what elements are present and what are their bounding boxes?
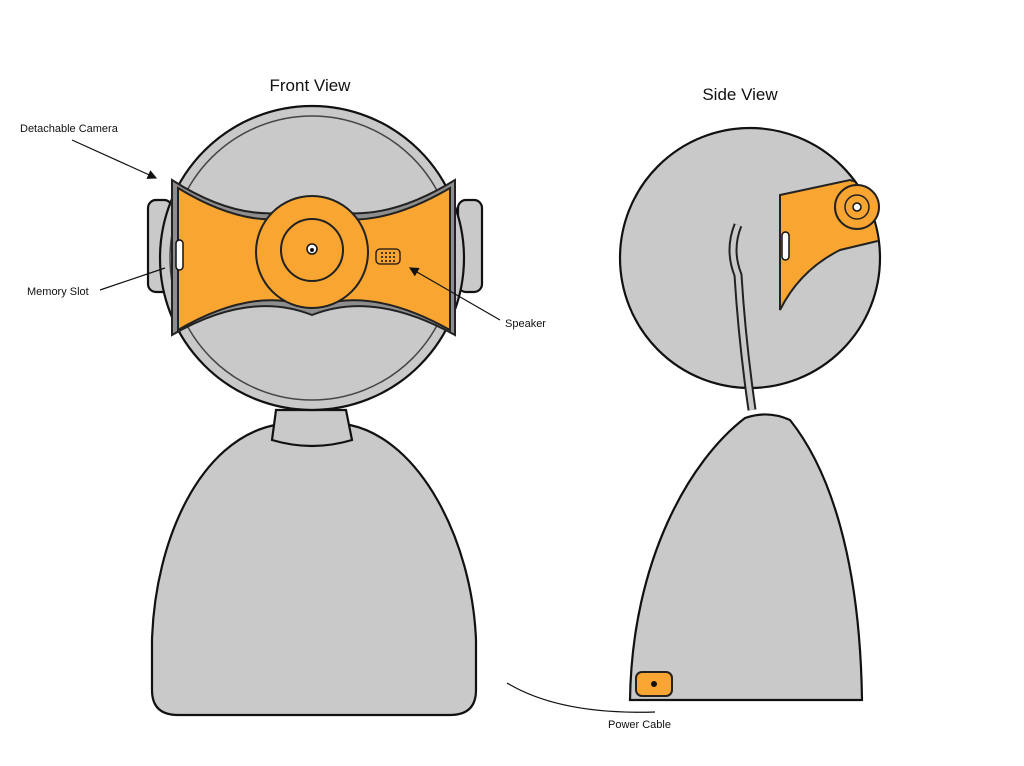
speaker-grille-icon bbox=[375, 248, 401, 265]
label-memory-slot: Memory Slot bbox=[27, 286, 89, 298]
label-power-cable: Power Cable bbox=[608, 719, 671, 731]
memory-leader-line bbox=[99, 267, 166, 291]
camera-stalk bbox=[730, 224, 755, 411]
side-head bbox=[618, 126, 882, 390]
speaker-leader-arrow bbox=[408, 267, 501, 321]
side-base bbox=[628, 413, 864, 702]
side-view: Side View Power Cable bbox=[506, 85, 882, 731]
label-speaker: Speaker bbox=[505, 318, 546, 330]
memory-slot bbox=[175, 239, 184, 271]
label-detachable-camera: Detachable Camera bbox=[20, 123, 119, 135]
front-view: Front View Detachable Camera Memory Slot… bbox=[20, 76, 546, 717]
camera-leader-arrow bbox=[71, 139, 158, 179]
front-view-title: Front View bbox=[270, 76, 352, 95]
front-neck bbox=[270, 408, 354, 448]
side-view-title: Side View bbox=[702, 85, 778, 104]
front-base bbox=[150, 423, 478, 717]
power-cable-line bbox=[506, 682, 656, 713]
